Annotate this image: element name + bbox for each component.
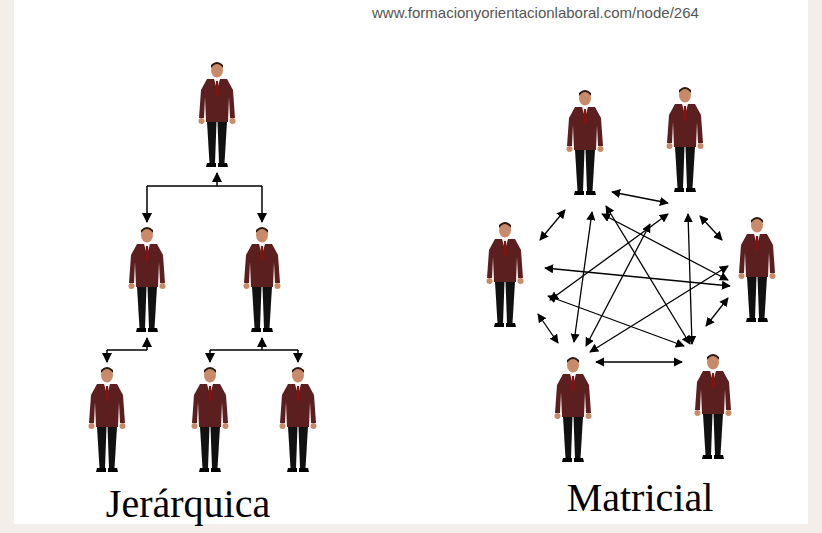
person-figure: [199, 62, 236, 167]
structure-label: Matricial: [567, 476, 714, 520]
person-figure: [555, 357, 592, 462]
person-figure: [739, 217, 776, 322]
panel: [14, 0, 808, 524]
person-figure: [89, 367, 126, 472]
hierarchy-arrows: [107, 173, 298, 362]
person-figure: [695, 354, 732, 459]
person-figure: [280, 367, 317, 472]
person-figure: [487, 222, 524, 327]
person-figure: [192, 367, 229, 472]
person-figure: [244, 227, 281, 332]
person-figure: [129, 227, 166, 332]
person-figure: [667, 87, 704, 192]
matrix-arrows: [538, 192, 730, 362]
source-url: www.formacionyorientacionlaboral.com/nod…: [372, 5, 699, 22]
structure-label: Jerárquica: [106, 482, 270, 526]
person-figure: [567, 90, 604, 195]
